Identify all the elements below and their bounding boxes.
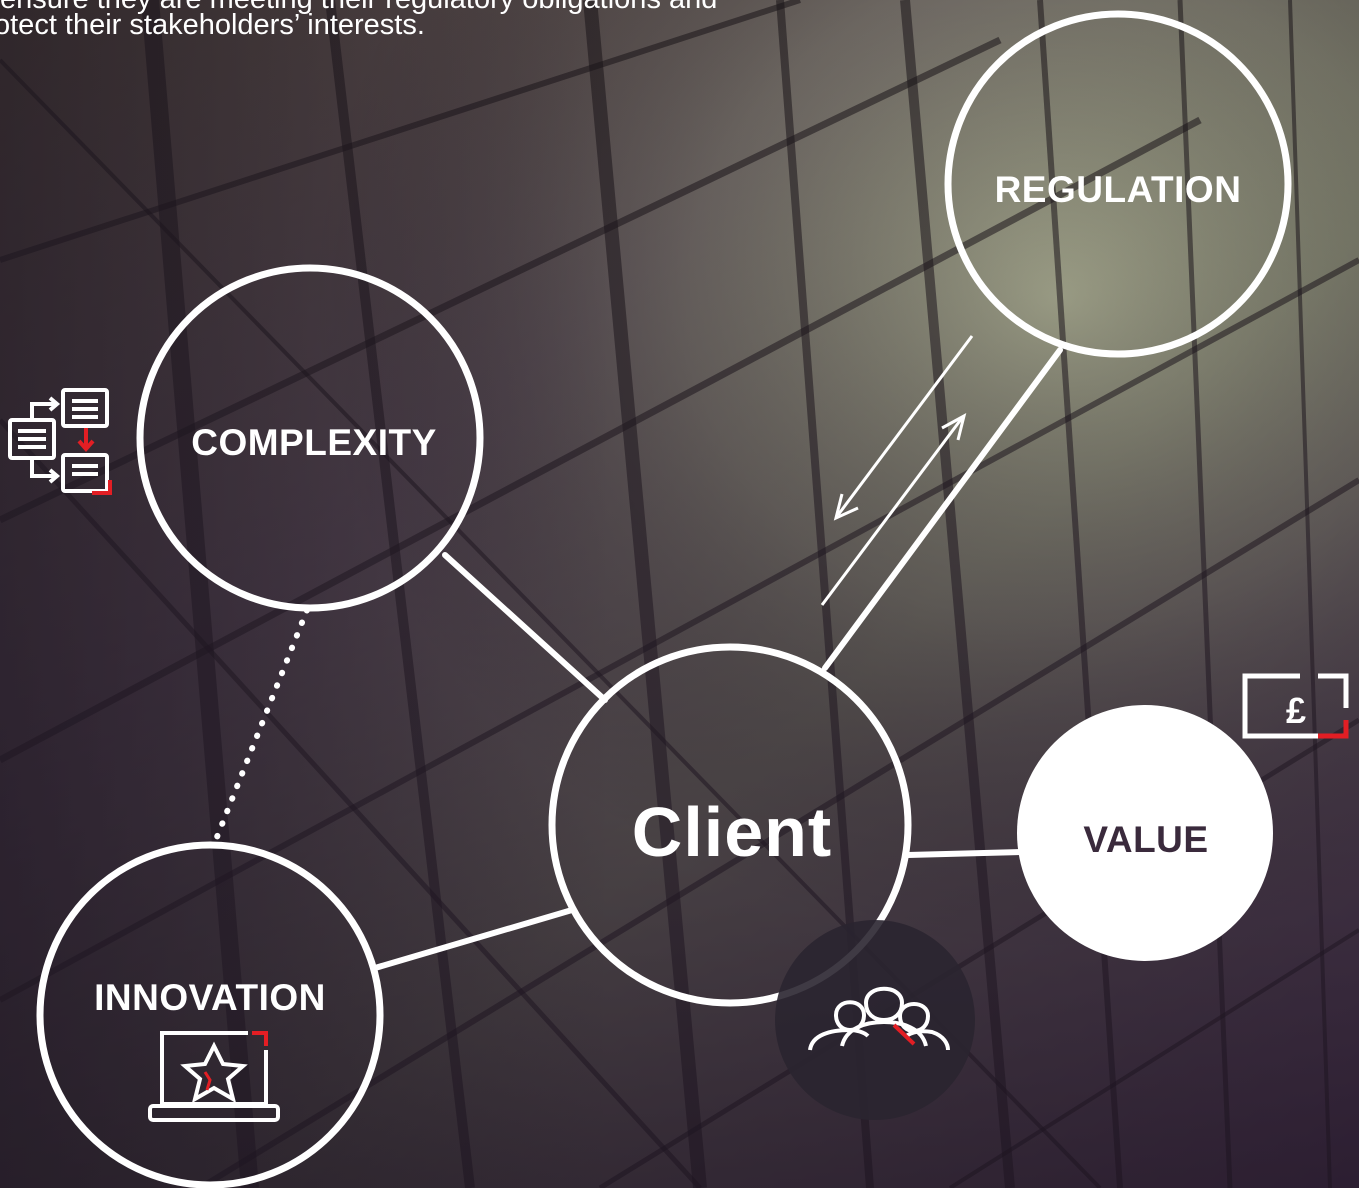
intro-text: ensure they are meeting their regulatory…: [0, 0, 760, 44]
innovation-label: INNOVATION: [94, 977, 326, 1018]
pound-note-icon: £: [1242, 673, 1349, 739]
connector-regulation-client: [822, 347, 1063, 671]
complexity-label: COMPLEXITY: [191, 422, 437, 463]
intro-line-2: otect their stakeholders’ interests.: [0, 9, 425, 41]
svg-text:£: £: [1286, 690, 1306, 731]
arrow-to-client-head: [833, 493, 859, 521]
intro-line-1: ensure they are meeting their regulatory…: [0, 0, 717, 14]
innovation-circle[interactable]: [36, 841, 384, 1188]
value-circle[interactable]: [1017, 705, 1273, 961]
arrow-to-client: [836, 335, 974, 516]
people-group-icon: [808, 986, 950, 1051]
connector-client-value: [905, 849, 1025, 858]
two-way-arrows: [820, 335, 974, 606]
laptop-star-icon: [148, 1031, 280, 1122]
connector-innovation-client: [372, 907, 575, 971]
client-circle[interactable]: [548, 643, 912, 1007]
arrow-to-regulation-head: [941, 413, 967, 441]
documents-flow-icon: [8, 388, 112, 495]
arrow-to-regulation: [820, 417, 964, 606]
connector-complexity-innovation-dotted: [212, 607, 310, 845]
regulation-label: REGULATION: [994, 169, 1242, 210]
connectors: [212, 347, 1063, 971]
client-label: Client: [631, 793, 833, 871]
connector-complexity-client: [442, 552, 608, 703]
regulation-circle[interactable]: [944, 10, 1292, 358]
value-label: VALUE: [1083, 819, 1209, 860]
complexity-circle[interactable]: [136, 264, 484, 612]
